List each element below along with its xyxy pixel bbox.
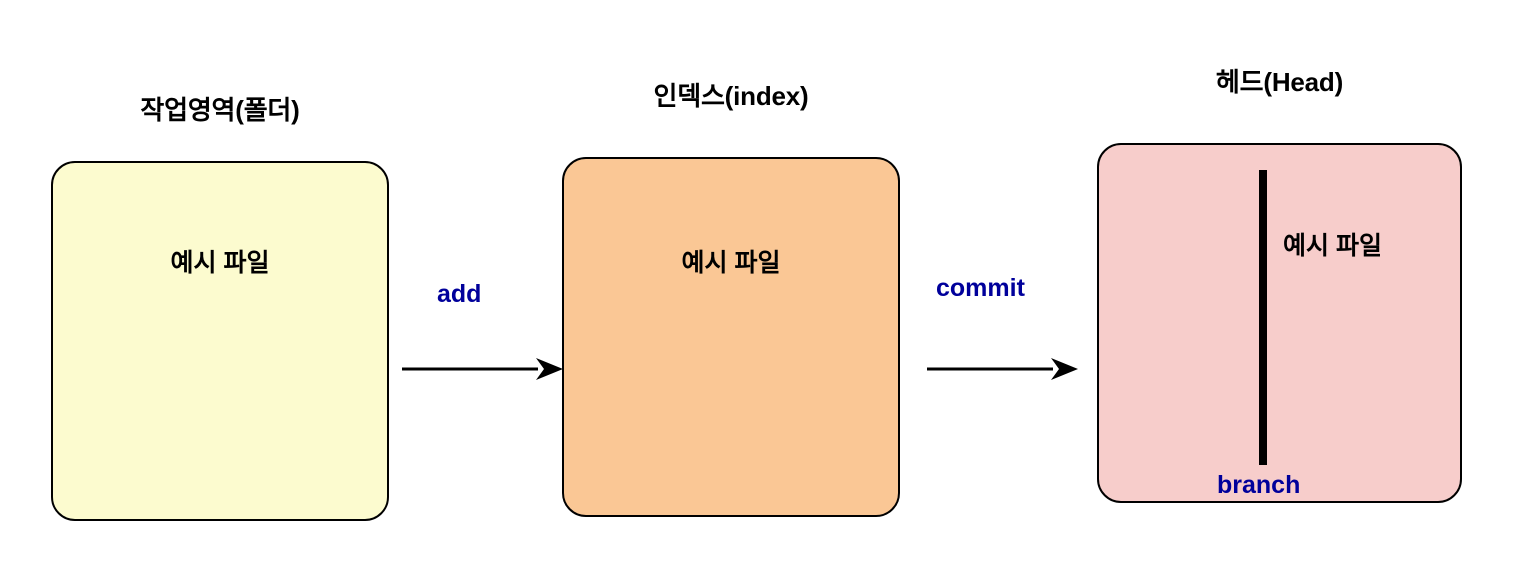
working-area-box	[51, 161, 389, 521]
index-file-label: 예시 파일	[681, 249, 781, 277]
arrow-right-icon-commit	[927, 358, 1078, 380]
index-box	[562, 157, 900, 517]
add-command-label: add	[437, 280, 482, 308]
commit-command-label: commit	[936, 274, 1025, 302]
head-box	[1097, 143, 1462, 503]
working-area-file-label: 예시 파일	[170, 249, 270, 277]
arrow-right-icon-add	[402, 358, 563, 380]
branch-label: branch	[1217, 471, 1301, 499]
head-file-label: 예시 파일	[1283, 232, 1382, 260]
working-area-title: 작업영역(폴더)	[140, 95, 300, 125]
vertical-bar-icon-branch	[1259, 170, 1267, 465]
index-title: 인덱스(index)	[653, 81, 809, 111]
head-title: 헤드(Head)	[1215, 67, 1344, 97]
